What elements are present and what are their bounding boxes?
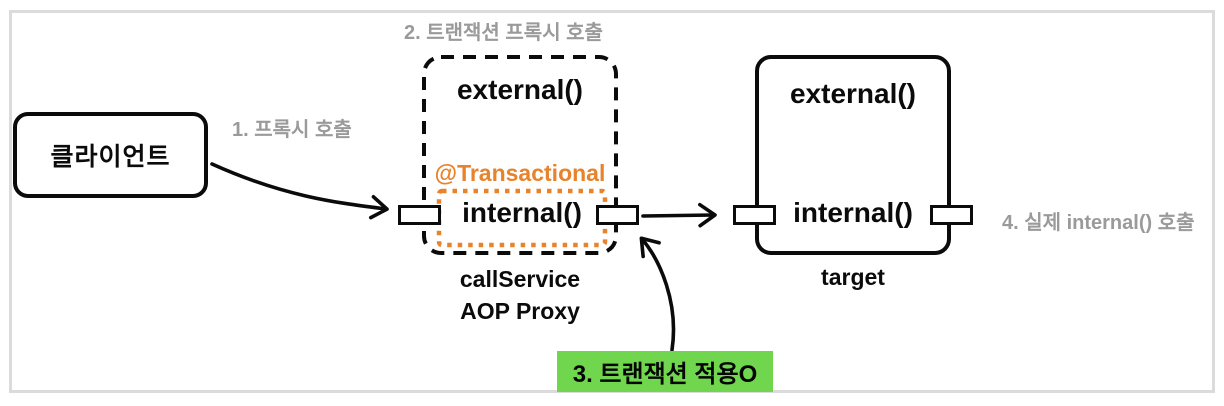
proxy-internal-method: internal() — [462, 197, 582, 228]
proxy-dashed-box — [422, 55, 618, 255]
target-box — [755, 55, 951, 255]
target-internal-right-port — [930, 205, 973, 225]
arrow-proxy-call — [210, 162, 389, 220]
target-internal-method: internal() — [793, 197, 913, 228]
target-caption: target — [821, 264, 885, 290]
transaction-applied-note: 3. 트랜잭션 적용O — [557, 351, 773, 392]
step1-label: 1. 프록시 호출 — [232, 119, 352, 141]
arrow-internal-call — [641, 202, 717, 228]
proxy-caption-line1: callService — [459, 266, 581, 292]
step4-label: 4. 실제 internal() 호출 — [1002, 212, 1195, 234]
transactional-annotation: @Transactional — [434, 160, 606, 186]
step3-label: 3. 트랜잭션 적용O — [572, 361, 758, 388]
transactional-dotted-box — [436, 188, 608, 248]
target-external-method: external() — [789, 78, 917, 109]
arrow-transaction-applied — [639, 236, 676, 352]
step2-label: 2. 트랜잭션 프록시 호출 — [404, 22, 603, 44]
proxy-external-method: external() — [456, 74, 584, 105]
proxy-internal-left-port — [398, 205, 441, 225]
proxy-internal-right-port — [596, 205, 639, 225]
client-label: 클라이언트 — [50, 143, 171, 171]
proxy-caption-line2: AOP Proxy — [460, 298, 580, 324]
target-internal-left-port — [733, 205, 776, 225]
client-box: 클라이언트 — [13, 112, 208, 198]
